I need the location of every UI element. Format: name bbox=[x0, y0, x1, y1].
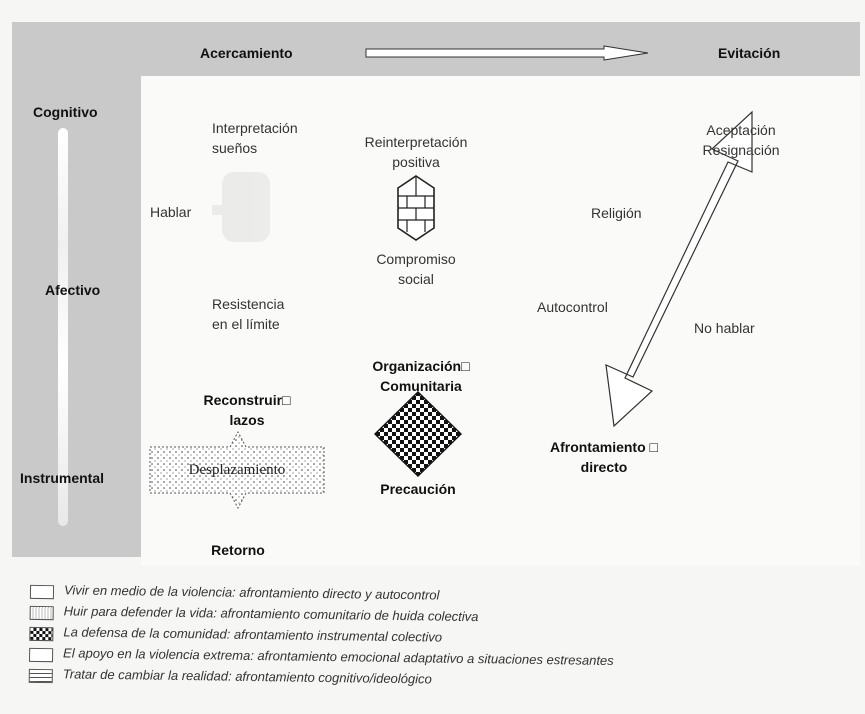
legend-swatch-checker bbox=[29, 627, 53, 641]
legend-swatch-plain bbox=[30, 585, 54, 599]
legend-swatch-dotted bbox=[30, 606, 54, 620]
legend-swatch-plain bbox=[29, 648, 53, 662]
legend-swatch-brick bbox=[29, 669, 53, 683]
